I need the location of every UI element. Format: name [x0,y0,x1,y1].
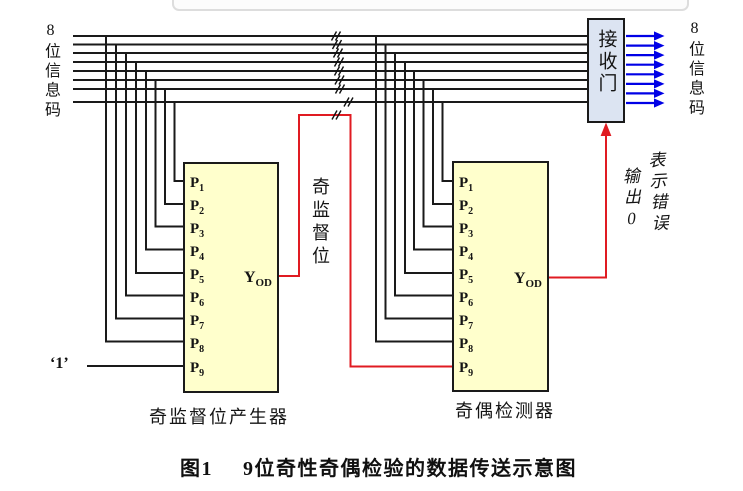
generator-caption: 奇监督位产生器 [149,407,289,427]
detector-pin-p8: P8 [459,335,474,355]
left-bus-label: 8位信息码 [42,22,59,121]
parity-detector-box: P1 P2 P3 P4 P5 P6 P7 P8 P9 YOD [452,161,549,392]
detector-pin-p6: P6 [459,289,474,309]
detector-pin-p1: P1 [459,175,474,194]
detector-pin-p7: P7 [459,312,474,332]
detector-pin-p2: P2 [459,198,474,217]
generator-pin-p9: P9 [190,360,205,379]
generator-pin-p5: P5 [190,267,205,286]
error-note-indicates-error: 表示错误 [644,150,669,236]
generator-pin-p2: P2 [190,198,205,217]
detector-caption: 奇偶检测器 [455,401,555,421]
figure-number: 图1 [180,458,213,480]
figure-caption: 图1 9位奇性奇偶检验的数据传送示意图 [180,452,577,481]
top-partial-panel-border [172,0,689,11]
detector-pin-p3: P3 [459,220,474,240]
right-bus-label: 8位信息码 [686,20,703,119]
receiver-gate-box: 接收门 [587,18,625,123]
error-note-output0: 输出0 [619,166,642,233]
parity-bit-label: 奇监督位 [310,177,330,269]
generator-output-yod: YOD [243,269,272,290]
generator-pin-p8: P8 [190,335,205,355]
generator-input-wires [87,36,183,367]
detector-output-yod: YOD [513,270,542,291]
parity-generator-box: P1 P2 P3 P4 P5 P6 P7 P8 P9 YOD [183,162,279,393]
error-signal-arrow [549,122,612,279]
data-output-arrows [626,31,665,108]
generator-pin-p7: P7 [190,312,205,332]
detector-pin-p9: P9 [459,360,474,379]
parity-wire [277,114,452,368]
generator-pin-p3: P3 [190,220,205,240]
generator-pin-p1: P1 [190,175,205,194]
constant-one-label: ‘1’ [50,355,69,372]
generator-pin-p4: P4 [190,243,205,263]
line-break-marks [330,31,354,120]
detector-pin-p4: P4 [459,243,474,263]
receiver-gate-label: 接收门 [595,29,617,95]
detector-input-wires [375,36,452,343]
bus-wires [73,35,587,103]
generator-pin-p6: P6 [190,289,205,309]
detector-pin-p5: P5 [459,267,474,286]
figure-title: 9位奇性奇偶检验的数据传送示意图 [243,458,577,480]
